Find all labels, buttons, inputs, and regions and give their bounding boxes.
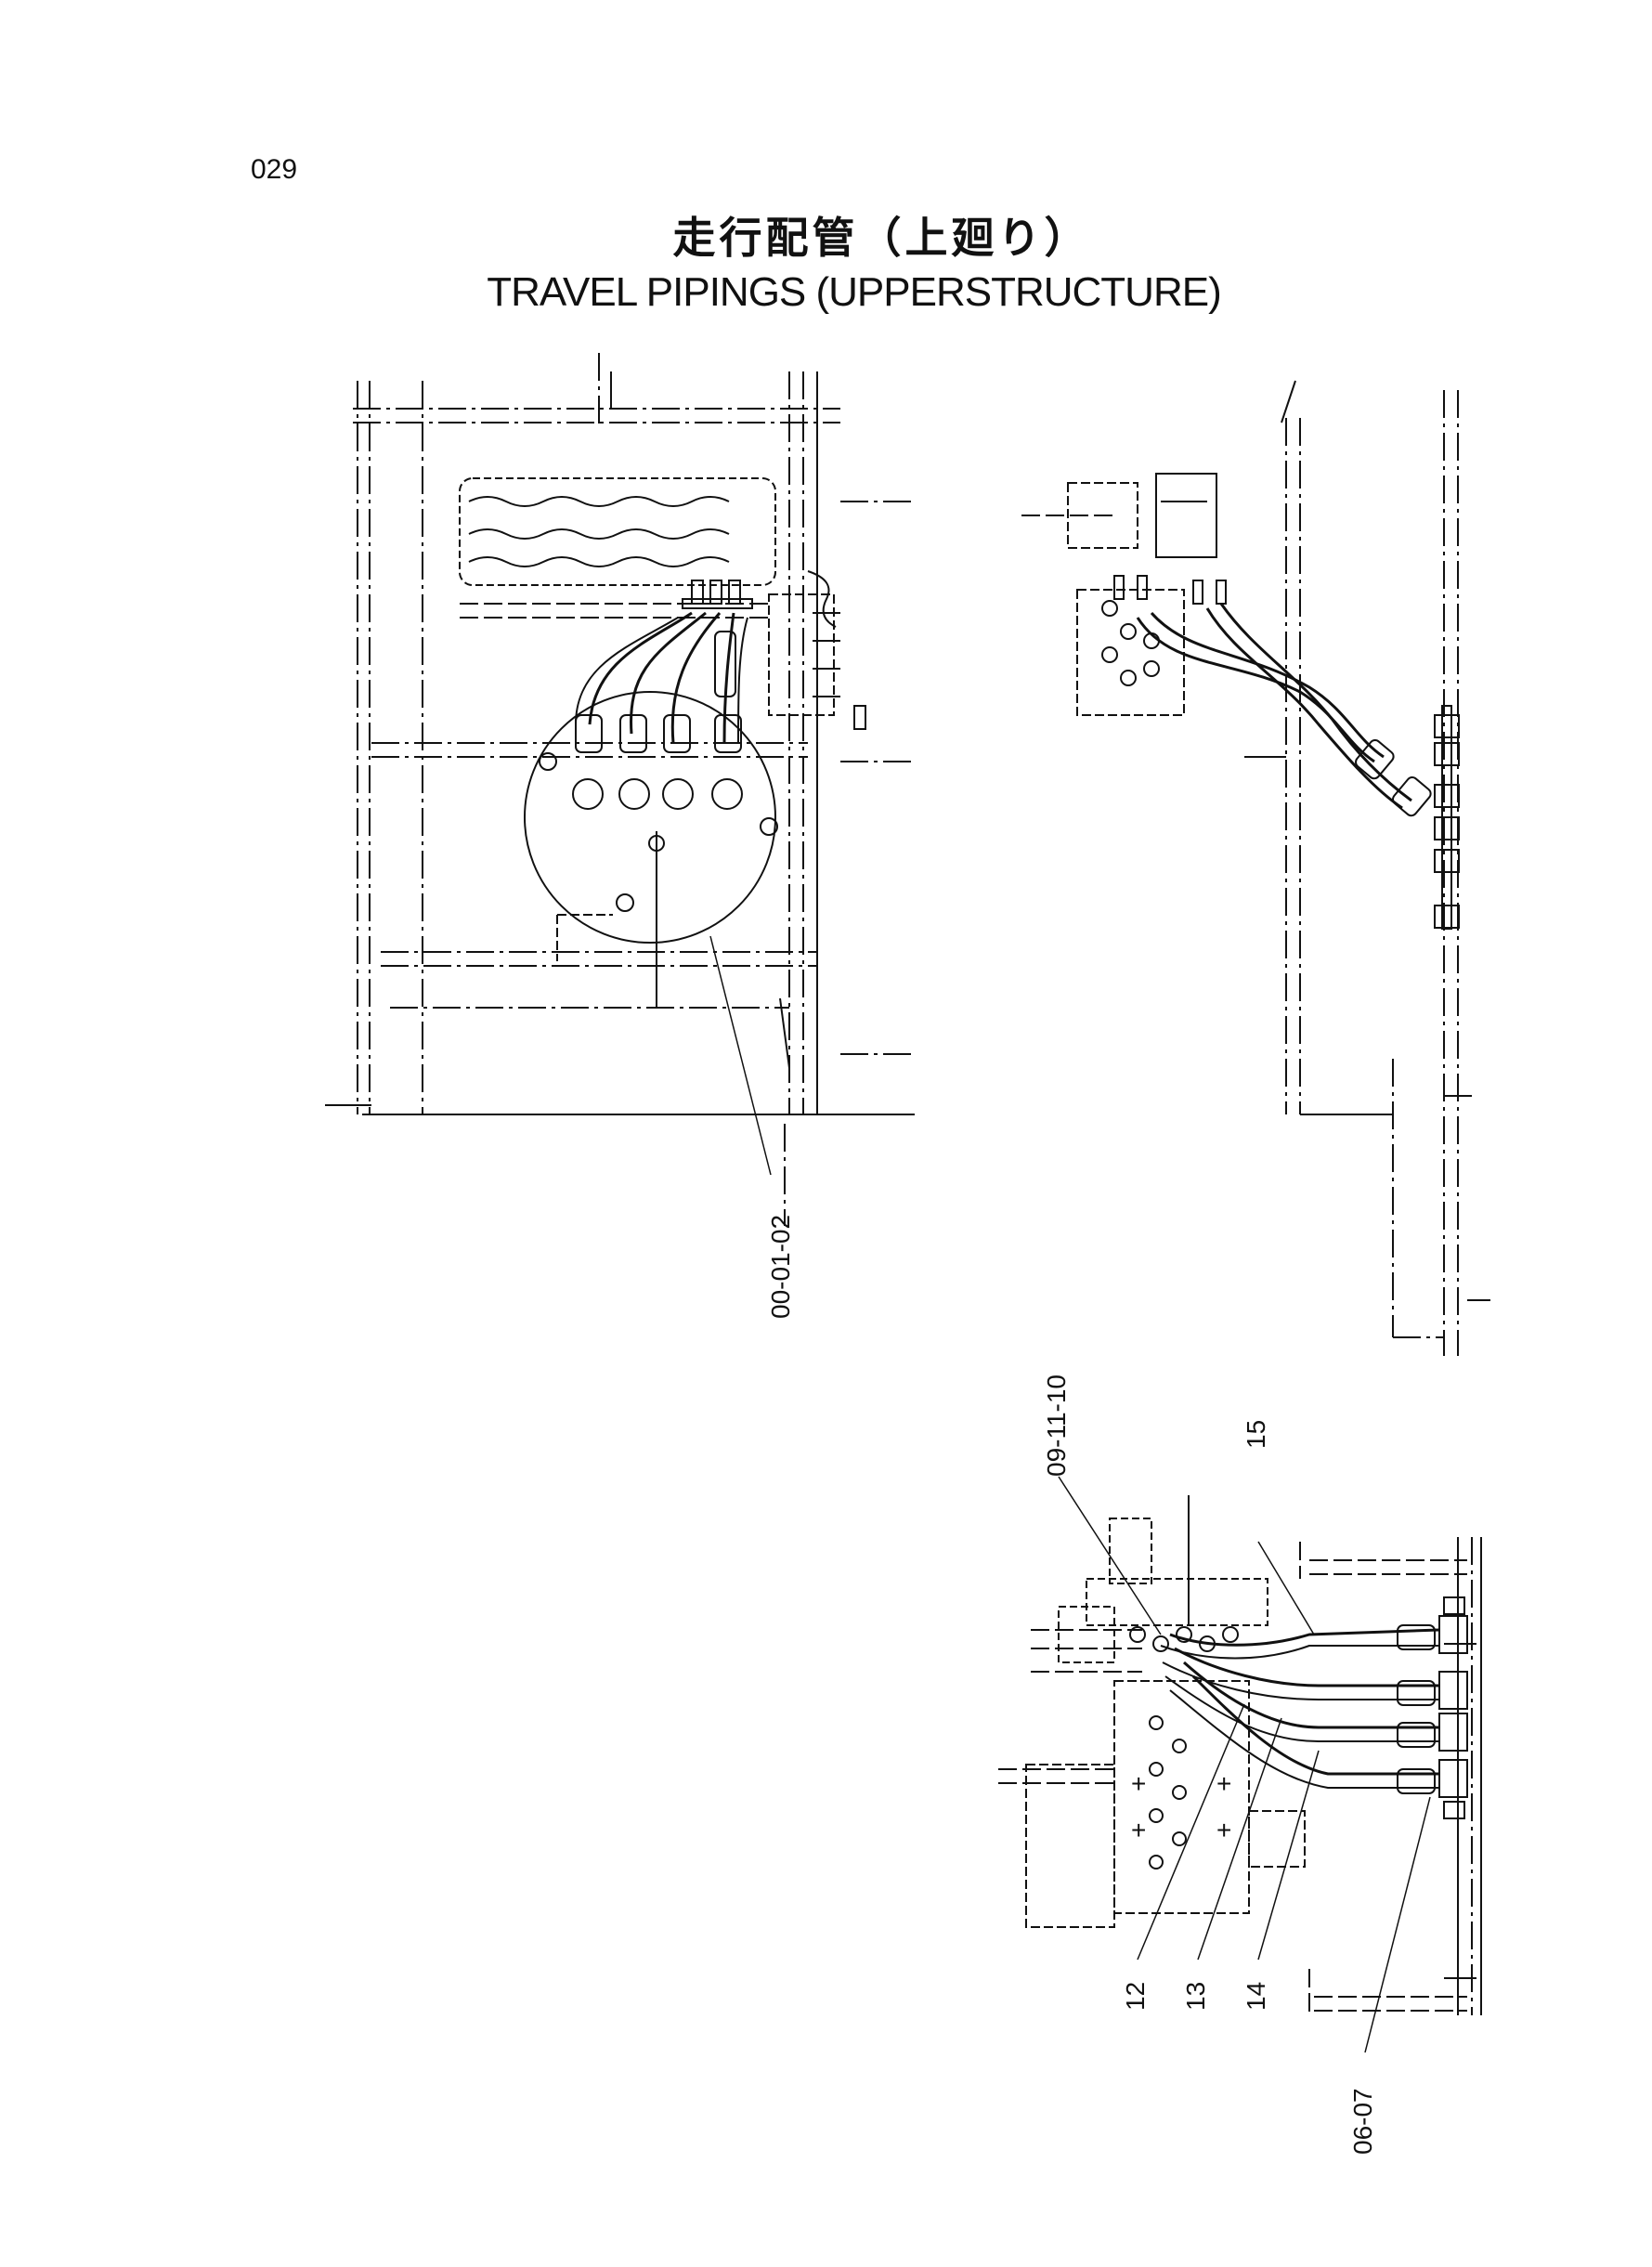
- title-japanese: 走行配管（上廻り）: [672, 213, 1091, 263]
- svg-text:+: +: [1131, 1816, 1146, 1844]
- callout-bottom-f: 06-07: [1348, 2088, 1377, 2155]
- title-block: 走行配管（上廻り） TRAVEL PIPINGS (UPPERSTRUCTURE…: [0, 204, 1652, 316]
- top-right-view: [1021, 380, 1490, 1356]
- svg-text:+: +: [1131, 1769, 1146, 1798]
- page-number: 029: [251, 154, 298, 185]
- callout-bottom-b: 15: [1242, 1420, 1270, 1449]
- callout-bottom-d: 13: [1181, 1982, 1210, 2011]
- top-left-view: [325, 353, 915, 1226]
- callout-bottom-c: 12: [1121, 1982, 1150, 2011]
- bottom-view: + + + +: [998, 1476, 1482, 2053]
- callout-bottom-a: 09-11-10: [1042, 1375, 1071, 1477]
- title-english: TRAVEL PIPINGS (UPPERSTRUCTURE): [487, 269, 1221, 315]
- callout-top-left: 00-01-02: [766, 1215, 795, 1319]
- svg-text:+: +: [1216, 1816, 1231, 1844]
- svg-text:+: +: [1216, 1769, 1231, 1798]
- callout-bottom-e: 14: [1242, 1982, 1270, 2011]
